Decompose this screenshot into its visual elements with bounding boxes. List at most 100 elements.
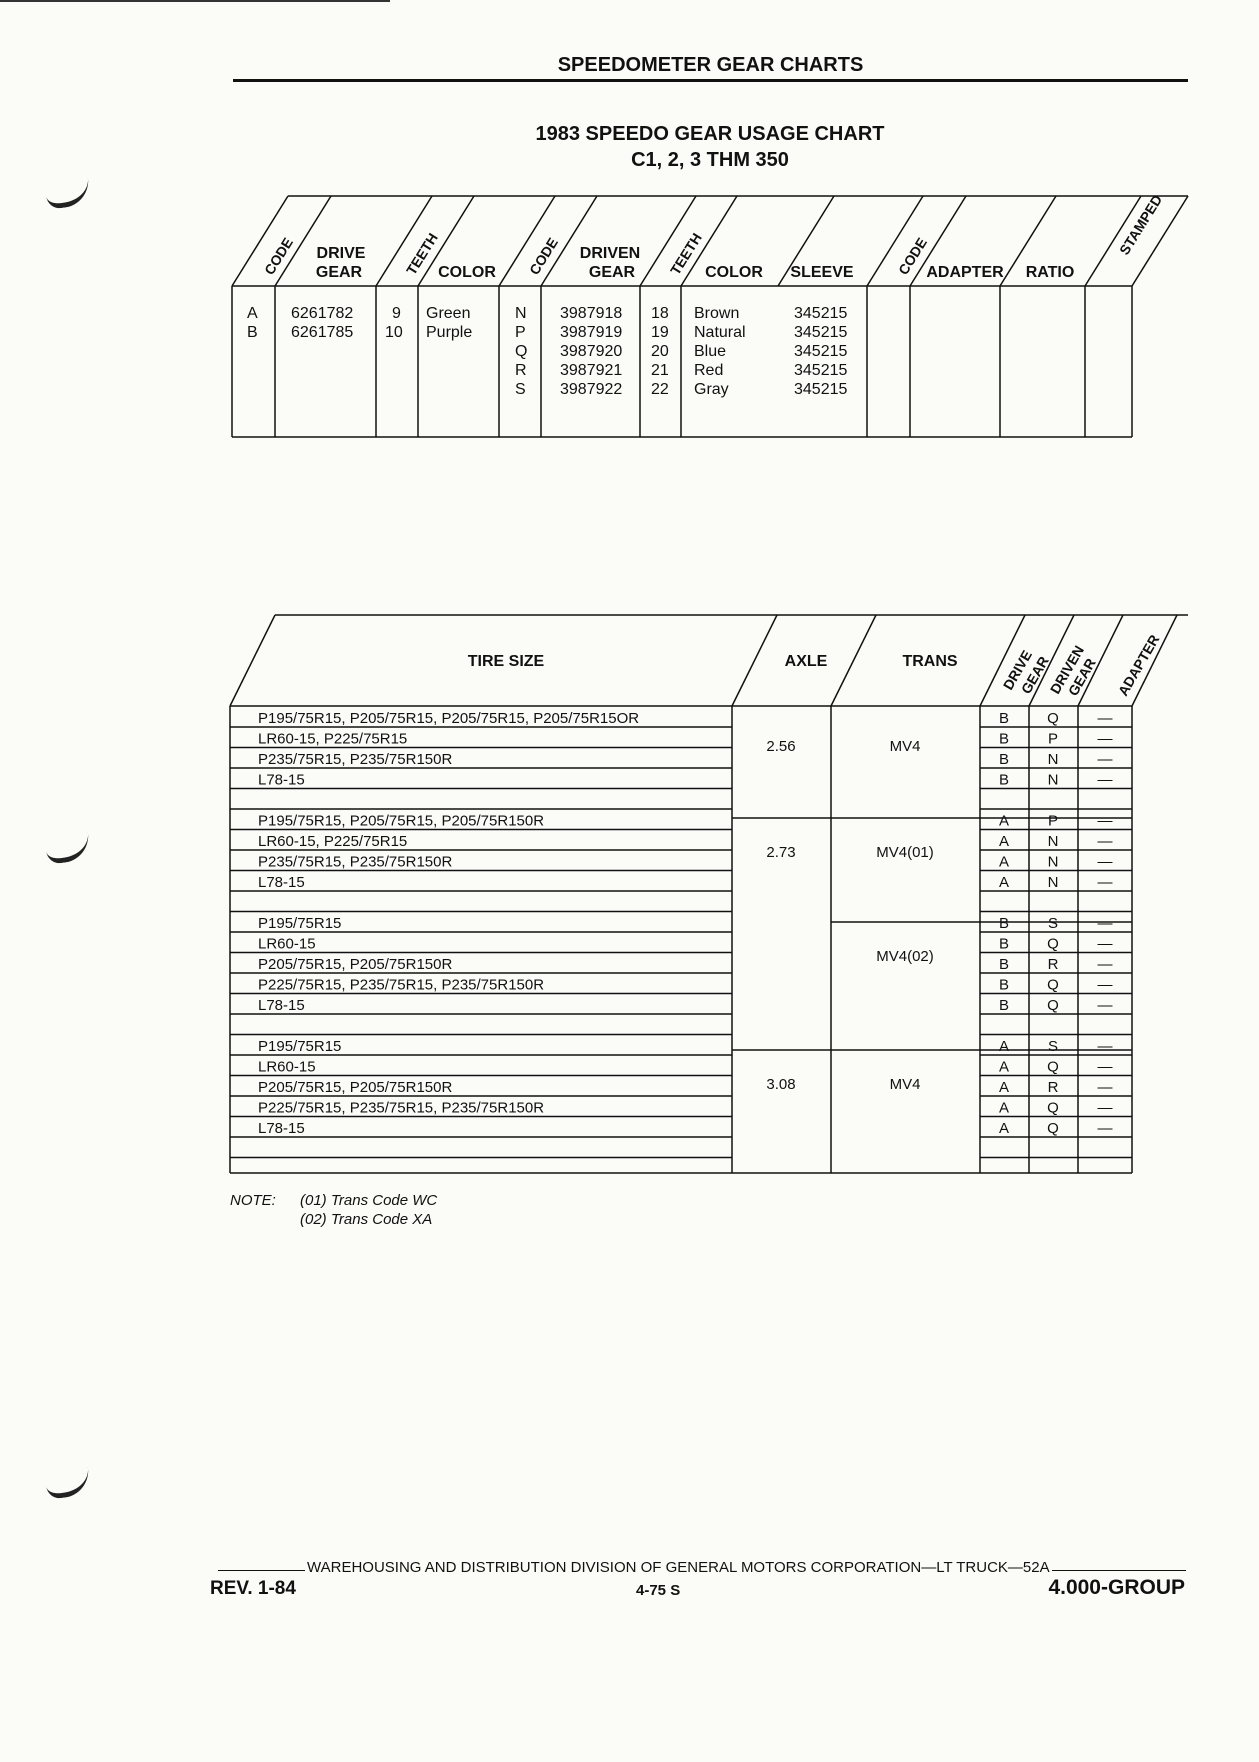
driven-rows: N 3987918 18 Brown 345215 P 3987919 19 N…	[515, 305, 847, 398]
driven-gear-cell: R	[1048, 1079, 1059, 1096]
drive-gear-cell: A	[999, 813, 1009, 830]
axle-trans-groups: 2.56 MV4 2.73 MV4(01) MV4(02) 3.08 MV4	[766, 738, 933, 1093]
hdr-color: COLOR	[438, 264, 496, 281]
adapter-cell: —	[1098, 1059, 1113, 1076]
hdr-driven-gear-1: DRIVEN	[580, 245, 640, 262]
trans-value: MV4	[890, 1076, 921, 1093]
driven-gear-cell: N	[1048, 772, 1059, 789]
drive-code: B	[247, 324, 258, 341]
driven-gear-cell: Q	[1047, 977, 1059, 994]
axle-value: 2.73	[766, 844, 795, 861]
adapter-cell: —	[1098, 710, 1113, 727]
driven-gear: 3987920	[560, 343, 622, 360]
driven-gear-cell: Q	[1047, 997, 1059, 1014]
trans-value: MV4(01)	[876, 844, 934, 861]
tire-size-cell: P235/75R15, P235/75R150R	[258, 751, 452, 768]
drive-gear-cell: B	[999, 731, 1009, 748]
tire-size-cell: P225/75R15, P235/75R15, P235/75R150R	[258, 1100, 544, 1117]
tire-size-cell: L78-15	[258, 874, 305, 891]
driven-gear-cell: N	[1048, 833, 1059, 850]
drive-gear-cell: A	[999, 1038, 1009, 1055]
hdr-drive-gear-2: GEAR	[316, 264, 363, 281]
driven-sleeve: 345215	[794, 343, 847, 360]
drive-gear-cell: B	[999, 751, 1009, 768]
driven-gear-cell: Q	[1047, 710, 1059, 727]
tire-size-cell: L78-15	[258, 772, 305, 789]
tire-size-cell: LR60-15	[258, 936, 316, 953]
hdr-axle: AXLE	[785, 653, 828, 670]
drive-gear-cell: B	[999, 997, 1009, 1014]
tire-size-cell: LR60-15, P225/75R15	[258, 731, 407, 748]
driven-sleeve: 345215	[794, 362, 847, 379]
tire-size-cell: P195/75R15, P205/75R15, P205/75R15, P205…	[258, 710, 639, 727]
tire-size-table: TIRE SIZE AXLE TRANS DRIVE GEAR DRIVEN G…	[229, 614, 1188, 1174]
axle-value: 2.56	[766, 738, 795, 755]
driven-gear: 3987922	[560, 381, 622, 398]
hdr-ratio: RATIO	[1026, 264, 1075, 281]
tire-size-cell: LR60-15	[258, 1059, 316, 1076]
hdr-sleeve: SLEEVE	[790, 264, 853, 281]
driven-gear-cell: R	[1048, 956, 1059, 973]
drive-gear-cell: A	[999, 1059, 1009, 1076]
driven-teeth: 20	[651, 343, 669, 360]
tire-size-cell: P195/75R15	[258, 915, 341, 932]
drive-gear-cell: B	[999, 915, 1009, 932]
driven-gear-cell: N	[1048, 751, 1059, 768]
adapter-cell: —	[1098, 1120, 1113, 1137]
tire-size-cell: LR60-15, P225/75R15	[258, 833, 407, 850]
drive-rows: A 6261782 9 Green B 6261785 10 Purple	[247, 305, 472, 341]
driven-color: Gray	[694, 381, 729, 398]
driven-gear-cell: Q	[1047, 1120, 1059, 1137]
driven-gear-cell: P	[1048, 813, 1058, 830]
hdr-trans: TRANS	[902, 653, 957, 670]
driven-gear-cell: Q	[1047, 1059, 1059, 1076]
drive-gear-cell: B	[999, 710, 1009, 727]
drive-color: Green	[426, 305, 470, 322]
hdr-color-2: COLOR	[705, 264, 763, 281]
driven-sleeve: 345215	[794, 381, 847, 398]
drive-gear-cell: B	[999, 956, 1009, 973]
drive-gear-cell: A	[999, 1100, 1009, 1117]
note-line-2: (02) Trans Code XA	[300, 1211, 433, 1228]
adapter-cell: —	[1098, 751, 1113, 768]
binder-hole	[44, 1467, 92, 1500]
hdr-drive-gear-1: DRIVE	[317, 245, 366, 262]
adapter-cell: —	[1098, 956, 1113, 973]
driven-gear-cell: S	[1048, 1038, 1058, 1055]
trans-value: MV4(02)	[876, 948, 934, 965]
adapter-cell: —	[1098, 813, 1113, 830]
tire-size-cell: P225/75R15, P235/75R15, P235/75R150R	[258, 977, 544, 994]
scan-edge-line	[0, 0, 390, 2]
adapter-cell: —	[1098, 731, 1113, 748]
drive-gear-cell: B	[999, 936, 1009, 953]
drive-gear-cell: A	[999, 854, 1009, 871]
adapter-cell: —	[1098, 977, 1113, 994]
note-line-1: (01) Trans Code WC	[300, 1192, 438, 1209]
drive-gear-cell: A	[999, 1120, 1009, 1137]
tire-size-cell: P205/75R15, P205/75R150R	[258, 1079, 452, 1096]
drive-teeth: 9	[392, 305, 401, 322]
drive-gear: 6261782	[291, 305, 353, 322]
hdr-driven-gear-2: GEAR	[589, 264, 636, 281]
driven-gear: 3987918	[560, 305, 622, 322]
driven-code: R	[515, 362, 527, 379]
chart-subtitle: C1, 2, 3 THM 350	[631, 149, 789, 171]
driven-gear-cell: Q	[1047, 936, 1059, 953]
adapter-cell: —	[1098, 874, 1113, 891]
trans-value: MV4	[890, 738, 921, 755]
adapter-cell: —	[1098, 772, 1113, 789]
revision: REV. 1-84	[210, 1578, 296, 1599]
hdr-tire-size: TIRE SIZE	[468, 653, 545, 670]
group-number: 4.000-GROUP	[1048, 1576, 1185, 1599]
header-rule	[233, 79, 1188, 82]
adapter-cell: —	[1098, 1100, 1113, 1117]
drive-gear-cell: A	[999, 833, 1009, 850]
driven-code: N	[515, 305, 527, 322]
driven-gear-cell: S	[1048, 915, 1058, 932]
drive-gear-cell: B	[999, 772, 1009, 789]
tire-size-cell: P195/75R15	[258, 1038, 341, 1055]
drive-code: A	[247, 305, 258, 322]
drive-gear-cell: A	[999, 874, 1009, 891]
tire-size-cell: P195/75R15, P205/75R15, P205/75R150R	[258, 813, 544, 830]
drive-teeth: 10	[385, 324, 403, 341]
